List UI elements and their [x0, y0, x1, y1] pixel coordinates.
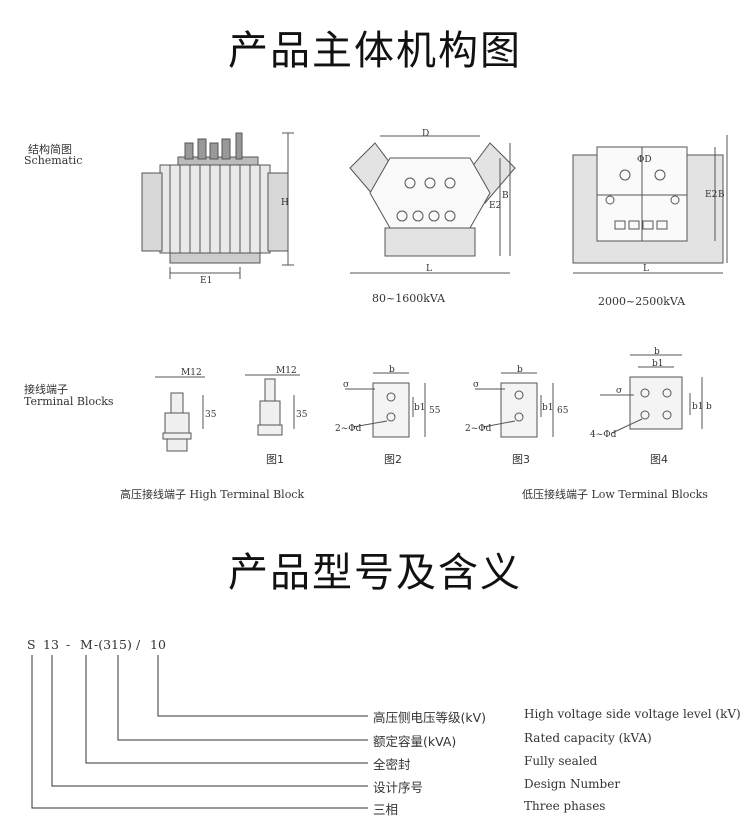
model-part-m: M	[80, 637, 93, 652]
meaning-voltage-en: High voltage side voltage level (kV)	[524, 707, 741, 721]
label-4phid-fig4: 4~Φd	[590, 430, 617, 440]
label-2phid-fig2: 2~Φd	[335, 424, 362, 434]
caption-2000-2500kva: 2000~2500kVA	[598, 295, 686, 308]
low-terminal-drawing-fig4: b b1 σ 4~Φd b1 b	[590, 347, 712, 440]
label-b-fig4: b	[654, 347, 660, 357]
label-b1v-fig4: b1	[692, 402, 704, 412]
meaning-design-zh: 设计序号	[373, 780, 424, 795]
dim-l-mid: L	[426, 264, 432, 274]
caption-80-1600kva: 80~1600kVA	[372, 292, 446, 305]
section-title-model: 产品型号及含义	[228, 550, 522, 596]
meaning-phases-en: Three phases	[524, 799, 606, 813]
meaning-sealed-en: Fully sealed	[524, 754, 598, 768]
section-title-structure: 产品主体机构图	[228, 28, 522, 74]
terminal-blocks-label-en: Terminal Blocks	[24, 395, 114, 408]
label-bv-fig4: b	[706, 402, 712, 412]
label-b1-fig3: b1	[542, 403, 554, 413]
meaning-design-en: Design Number	[524, 777, 621, 791]
meaning-capacity-en: Rated capacity (kVA)	[524, 731, 652, 745]
transformer-side-view-drawing: E1 H	[141, 132, 294, 286]
model-part-dash1: -	[66, 637, 71, 652]
meaning-voltage-zh: 高压侧电压等级(kV)	[373, 710, 487, 725]
figure-4-label: 图4	[650, 453, 668, 466]
label-65-fig3: 65	[557, 406, 569, 416]
dim-b-right: B	[718, 190, 725, 200]
label-b1-fig4: b1	[652, 359, 664, 369]
dim-e2-mid: E2	[489, 201, 501, 211]
transformer-top-view-hexagon-drawing: D L E2 B	[349, 129, 516, 274]
figure-3-label: 图3	[512, 453, 530, 466]
label-55-fig2: 55	[429, 406, 441, 416]
dim-phi-d: ΦD	[637, 155, 652, 165]
low-terminal-drawing-fig2: b σ 2~Φd b1 55	[335, 365, 441, 438]
dim-e2-right: E2	[705, 190, 717, 200]
meaning-sealed-zh: 全密封	[373, 757, 411, 772]
low-terminal-drawing-fig3: b σ 2~Φd b1 65	[465, 365, 569, 438]
label-sigma-fig2: σ	[343, 380, 349, 390]
label-m12-b: M12	[276, 366, 297, 376]
dim-e1: E1	[200, 276, 212, 286]
model-part-s: S	[27, 637, 36, 652]
schematic-label-en: Schematic	[24, 154, 83, 167]
label-b-fig3: b	[517, 365, 523, 375]
terminal-blocks-label-zh: 接线端子	[24, 383, 68, 396]
meaning-phases-zh: 三相	[373, 802, 399, 817]
model-part-315: -(315)	[94, 637, 132, 652]
dim-d: D	[422, 129, 429, 139]
label-m12-a: M12	[181, 368, 202, 378]
dim-b-mid: B	[502, 191, 509, 201]
figure-2-label: 图2	[384, 453, 402, 466]
dim-l-right: L	[643, 264, 649, 274]
figure-1-label: 图1	[266, 453, 284, 466]
dim-h: H	[281, 198, 289, 208]
label-sigma-fig4: σ	[616, 386, 622, 396]
label-35-b: 35	[296, 410, 308, 420]
model-part-13: 13	[43, 637, 59, 652]
label-b1-fig2: b1	[414, 403, 426, 413]
high-terminal-drawing-fig1: M12 35	[245, 366, 308, 436]
model-part-slash: /	[136, 637, 141, 652]
high-terminal-drawing-a: M12 35	[155, 368, 217, 452]
label-35-a: 35	[205, 410, 217, 420]
model-part-10: 10	[150, 637, 166, 652]
label-b-fig2: b	[389, 365, 395, 375]
transformer-large-top-view-drawing: ΦD L E2 B	[572, 135, 728, 274]
label-sigma-fig3: σ	[473, 380, 479, 390]
meaning-capacity-zh: 额定容量(kVA)	[373, 734, 457, 749]
label-2phid-fig3: 2~Φd	[465, 424, 492, 434]
high-terminal-caption: 高压接线端子 High Terminal Block	[120, 488, 305, 501]
schematic-label-zh: 结构简图	[28, 143, 72, 156]
low-terminal-caption: 低压接线端子 Low Terminal Blocks	[522, 488, 708, 501]
